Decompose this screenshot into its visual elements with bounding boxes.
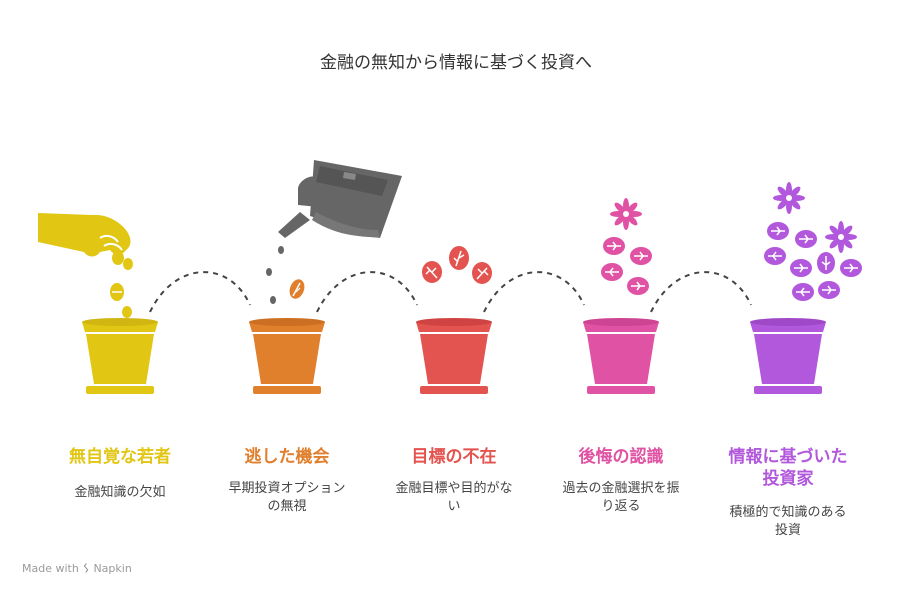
- stage-desc-2: 早期投資オプションの無視: [228, 481, 346, 514]
- flowers-leaves-icon: [764, 182, 862, 301]
- leaves-icon: [422, 246, 492, 284]
- watering-can-icon: [278, 160, 402, 238]
- seed-icon: [110, 283, 132, 318]
- water-drops: [266, 246, 284, 304]
- stage-desc-5: 積極的で知識のある投資: [729, 505, 847, 538]
- connector-2-3: [316, 271, 418, 313]
- stage-title-1: 無自覚な若者: [69, 447, 171, 467]
- sprout-icon: [289, 279, 305, 299]
- stage-desc-4: 過去の金融選択を振り返る: [562, 481, 680, 514]
- stage-title-5: 情報に基づいた投資家: [728, 447, 848, 489]
- pot-1: [82, 318, 158, 394]
- stage-title-4: 後悔の認識: [578, 447, 664, 467]
- pot-5: [750, 318, 826, 394]
- connector-1-2: [149, 271, 251, 313]
- flower-icon-right: [825, 221, 857, 253]
- napkin-credit[interactable]: Made with ᛊ Napkin: [22, 562, 132, 575]
- napkin-brand-label: Napkin: [93, 562, 132, 575]
- hand-icon: [38, 213, 133, 270]
- stage-desc-1: 金融知識の欠如: [74, 485, 166, 500]
- flower-icon: [610, 198, 642, 230]
- flower-icon-top: [773, 182, 805, 214]
- stage-title-3: 目標の不在: [411, 447, 497, 467]
- stage-title-2: 逃した機会: [244, 447, 330, 467]
- connector-3-4: [483, 271, 585, 313]
- pot-4: [583, 318, 659, 394]
- pot-3: [416, 318, 492, 394]
- dashed-connectors: [149, 271, 752, 313]
- made-with-label: Made with: [22, 562, 79, 575]
- diagram-title: 金融の無知から情報に基づく投資へ: [320, 53, 592, 73]
- napkin-logo-icon: ᛊ: [82, 562, 90, 575]
- stage-desc-3: 金融目標や目的がない: [395, 481, 513, 514]
- pot-2: [249, 318, 325, 394]
- flower-leaves-icon: [601, 198, 652, 295]
- connector-4-5: [650, 271, 752, 313]
